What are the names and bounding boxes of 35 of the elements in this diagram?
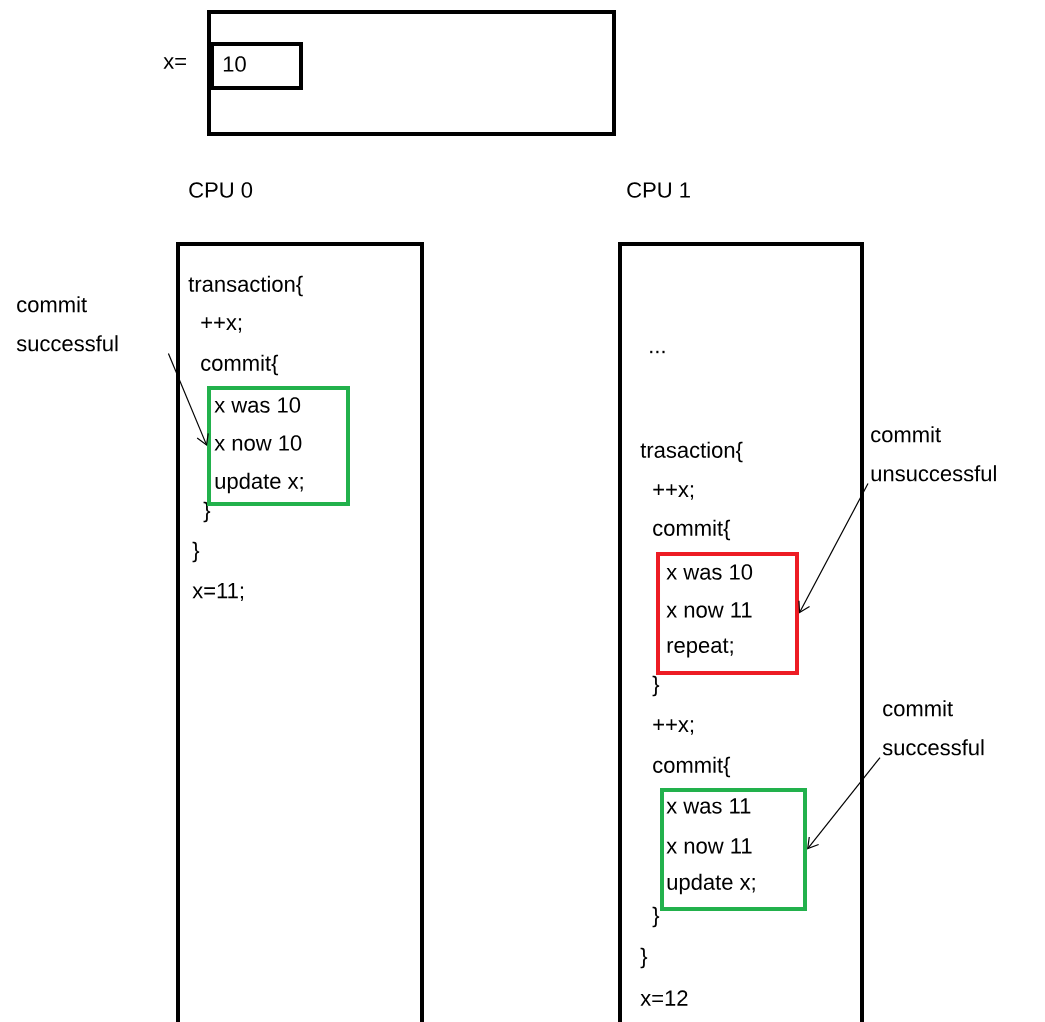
code-line: x now 10 (214, 435, 302, 451)
code-line: } (640, 947, 648, 969)
code-line: ++x; (201, 317, 242, 333)
callout-text: commit unsuccessful (871, 426, 996, 482)
value-text: 10 (223, 56, 246, 72)
callout-text: commit successful (882, 700, 984, 756)
code-line: x=12 (640, 990, 688, 1006)
code-line: commit{ (653, 756, 731, 778)
code-line: commit{ (201, 354, 279, 376)
callout-text: commit successful (16, 296, 118, 352)
code-line: x=11; (192, 583, 244, 601)
code-line: x now 11 (666, 602, 752, 618)
code-line: x was 10 (666, 564, 753, 580)
code-line: x now 11 (666, 838, 752, 854)
variable-label: x= (163, 57, 186, 69)
code-line: } (652, 675, 660, 697)
arrow (807, 756, 881, 850)
cpu-label: CPU 0 (189, 182, 253, 198)
code-line: } (192, 541, 200, 563)
arrow (167, 352, 209, 446)
code-line: trasaction{ (640, 441, 743, 463)
cpu-label: CPU 1 (627, 182, 690, 198)
code-line: repeat; (667, 638, 733, 658)
code-line: ... (650, 350, 665, 354)
code-line: commit{ (653, 519, 731, 541)
memory-box (207, 10, 616, 136)
code-line: transaction{ (188, 275, 303, 297)
code-line: ++x; (653, 484, 694, 500)
arrow (798, 482, 869, 614)
code-line: ++x; (653, 719, 694, 735)
code-line: update x; (667, 873, 755, 895)
code-line: update x; (215, 472, 303, 494)
code-line: x was 10 (214, 397, 301, 413)
code-line: } (652, 906, 660, 928)
code-line: x was 11 (666, 798, 751, 814)
